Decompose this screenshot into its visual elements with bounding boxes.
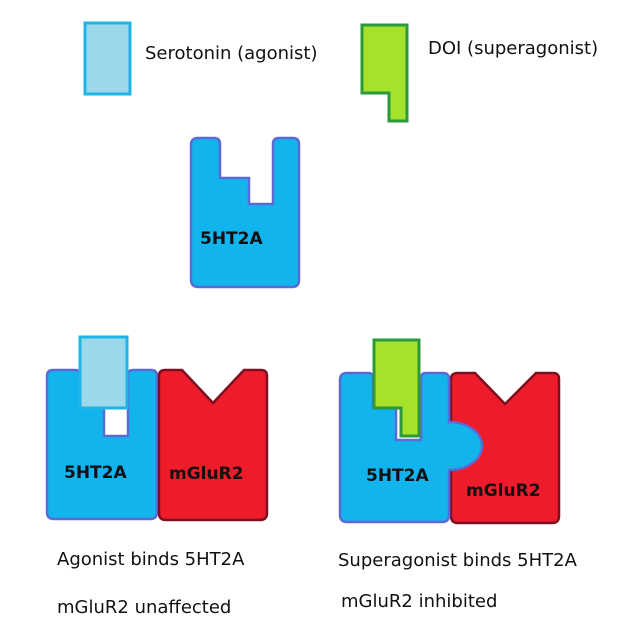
serotonin-legend-swatch xyxy=(83,21,132,96)
panel-agonist-caption-line1: Agonist binds 5HT2A xyxy=(57,549,245,570)
panel-agonist-caption-line2: mGluR2 unaffected xyxy=(57,597,231,618)
panel-superagonist: 5HT2A mGluR2 Superagonist binds 5HT2A mG… xyxy=(338,338,578,612)
panel-agonist-serotonin xyxy=(78,335,129,410)
receptor-5ht2a-unbound: 5HT2A xyxy=(189,136,301,289)
panel-superagonist-doi xyxy=(372,338,421,438)
legend: Serotonin (agonist) DOI (superagonist) xyxy=(83,21,598,123)
panel-agonist-5ht2a-label: 5HT2A xyxy=(64,463,127,483)
panel-superagonist-mglur2-label: mGluR2 xyxy=(466,481,541,501)
doi-legend-label: DOI (superagonist) xyxy=(428,38,598,59)
panel-agonist: 5HT2A mGluR2 Agonist binds 5HT2A mGluR2 … xyxy=(45,335,269,618)
receptor-5ht2a-body xyxy=(189,136,301,289)
panel-agonist-mglur2-body xyxy=(157,368,269,522)
panel-superagonist-mglur2-body xyxy=(449,371,561,525)
panel-superagonist-5ht2a-label: 5HT2A xyxy=(366,466,429,486)
panel-agonist-mglur2-label: mGluR2 xyxy=(169,464,244,484)
doi-legend-swatch xyxy=(360,23,409,123)
receptor-5ht2a-label: 5HT2A xyxy=(200,229,263,249)
panel-superagonist-5ht2a-body xyxy=(338,371,484,524)
panel-superagonist-caption-line1: Superagonist binds 5HT2A xyxy=(338,550,578,571)
serotonin-legend-label: Serotonin (agonist) xyxy=(145,43,318,64)
panel-superagonist-caption-line2: mGluR2 inhibited xyxy=(341,591,497,612)
